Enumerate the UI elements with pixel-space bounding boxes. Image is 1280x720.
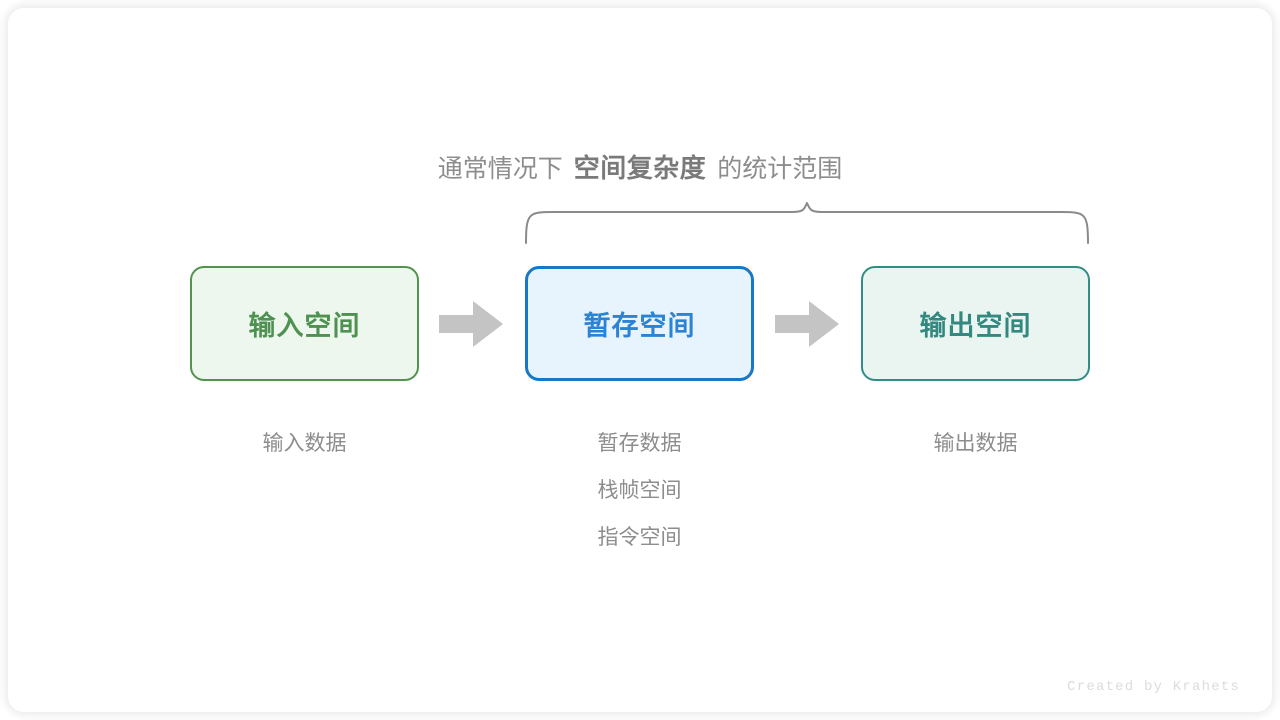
node-input-space-label: 输入空间 [248, 311, 361, 341]
caption-space-complexity-scope: 通常情况下空间复杂度的统计范围 [0, 148, 1280, 189]
caption-prefix: 通常情况下 [437, 155, 563, 183]
watermark-credit: Created by Krahets [1067, 679, 1240, 695]
sublabel-group-output: 输出数据 [861, 420, 1090, 467]
sublabel-group-temp: 暂存数据 栈帧空间 指令空间 [525, 420, 754, 561]
caption-emphasis: 空间复杂度 [573, 153, 707, 183]
sublabel-temp-data: 暂存数据 [597, 432, 682, 455]
caption-suffix: 的统计范围 [717, 155, 843, 183]
node-input-space[interactable]: 输入空间 [190, 266, 419, 381]
arrow-right-icon [773, 299, 841, 349]
node-temp-space-label: 暂存空间 [583, 311, 696, 341]
node-output-space-label: 输出空间 [919, 311, 1032, 341]
sublabel-stack-frame-space: 栈帧空间 [597, 479, 682, 502]
node-temp-space[interactable]: 暂存空间 [525, 266, 754, 381]
sublabel-input-data: 输入数据 [262, 432, 347, 455]
sublabel-output-data: 输出数据 [933, 432, 1018, 455]
node-output-space[interactable]: 输出空间 [861, 266, 1090, 381]
curly-brace [515, 195, 1100, 255]
sublabel-instruction-space: 指令空间 [597, 526, 682, 549]
arrow-right-icon [437, 299, 505, 349]
sublabel-group-input: 输入数据 [190, 420, 419, 467]
